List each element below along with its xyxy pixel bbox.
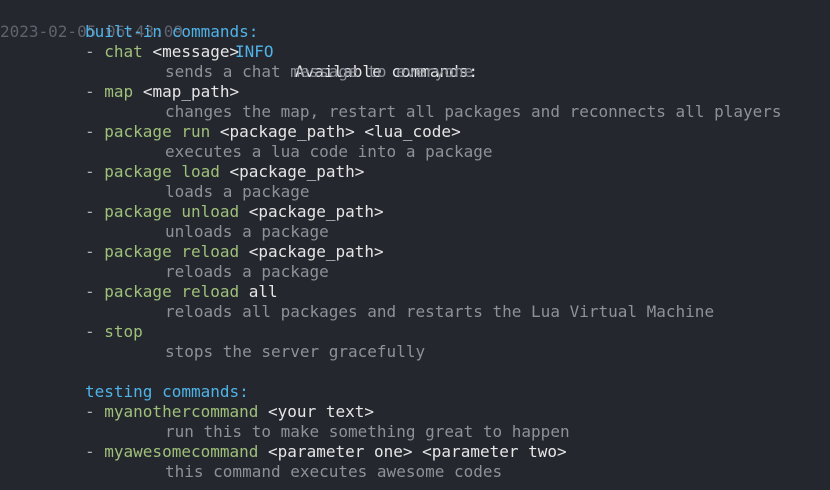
command-line: - map <map_path>: [85, 82, 239, 102]
log-timestamp: 2023-02-05 06:43:09: [0, 22, 184, 41]
command-line: - package run <package_path> <lua_code>: [85, 122, 461, 142]
list-dash: -: [85, 242, 105, 261]
command-description: reloads a package: [165, 262, 329, 281]
log-level: INFO: [235, 42, 274, 61]
command-args: <your text>: [268, 402, 374, 421]
command-description: loads a package: [165, 182, 310, 201]
command-description: reloads all packages and restarts the Lu…: [165, 302, 715, 321]
command-args: <package_path> <lua_code>: [219, 122, 461, 141]
command-args: <package_path>: [229, 162, 365, 181]
command-name: package run: [104, 122, 211, 141]
list-dash: -: [85, 42, 105, 61]
command-description: run this to make something great to happ…: [165, 422, 570, 441]
command-description: sends a chat message to everyone: [165, 62, 474, 81]
command-name: chat: [104, 42, 143, 61]
command-description: stops the server gracefully: [165, 342, 426, 361]
command-args: <message>: [152, 42, 240, 61]
command-name: map: [104, 82, 134, 101]
command-args: <map_path>: [142, 82, 240, 101]
list-dash: -: [85, 162, 105, 181]
command-args: <parameter one> <parameter two>: [268, 442, 567, 461]
list-dash: -: [85, 322, 105, 341]
command-line: - myawesomecommand <parameter one> <para…: [85, 442, 567, 462]
list-dash: -: [85, 202, 105, 221]
command-name: myanothercommand: [104, 402, 259, 421]
command-description: changes the map, restart all packages an…: [165, 102, 782, 121]
log-header-line: 2023-02-05 06:43:09 INFO Available comma…: [0, 2, 478, 81]
list-dash: -: [85, 82, 105, 101]
command-line: - package reload <package_path>: [85, 242, 384, 262]
log-message: Available commands:: [295, 62, 479, 81]
command-description: executes a lua code into a package: [165, 142, 493, 161]
command-line: - myanothercommand <your text>: [85, 402, 374, 422]
command-name: package reload: [104, 242, 240, 261]
command-description: unloads a package: [165, 222, 329, 241]
command-description: this command executes awesome codes: [165, 462, 503, 481]
command-line: - stop: [85, 322, 143, 342]
list-dash: -: [85, 282, 105, 301]
command-line: - package reload all: [85, 282, 278, 302]
section-title-builtin: built-in commands:: [85, 22, 259, 41]
command-name: package unload: [104, 202, 240, 221]
section-title-testing: testing commands:: [85, 382, 249, 401]
command-args: <package_path>: [248, 242, 384, 261]
command-line: - chat <message>: [85, 42, 239, 62]
command-name: myawesomecommand: [104, 442, 259, 461]
command-name: package load: [104, 162, 220, 181]
list-dash: -: [85, 122, 105, 141]
command-args: all: [248, 282, 278, 301]
command-line: - package unload <package_path>: [85, 202, 384, 222]
command-name: package reload: [104, 282, 240, 301]
list-dash: -: [85, 402, 105, 421]
command-args: <package_path>: [248, 202, 384, 221]
command-line: - package load <package_path>: [85, 162, 364, 182]
list-dash: -: [85, 442, 105, 461]
command-name: stop: [104, 322, 143, 341]
